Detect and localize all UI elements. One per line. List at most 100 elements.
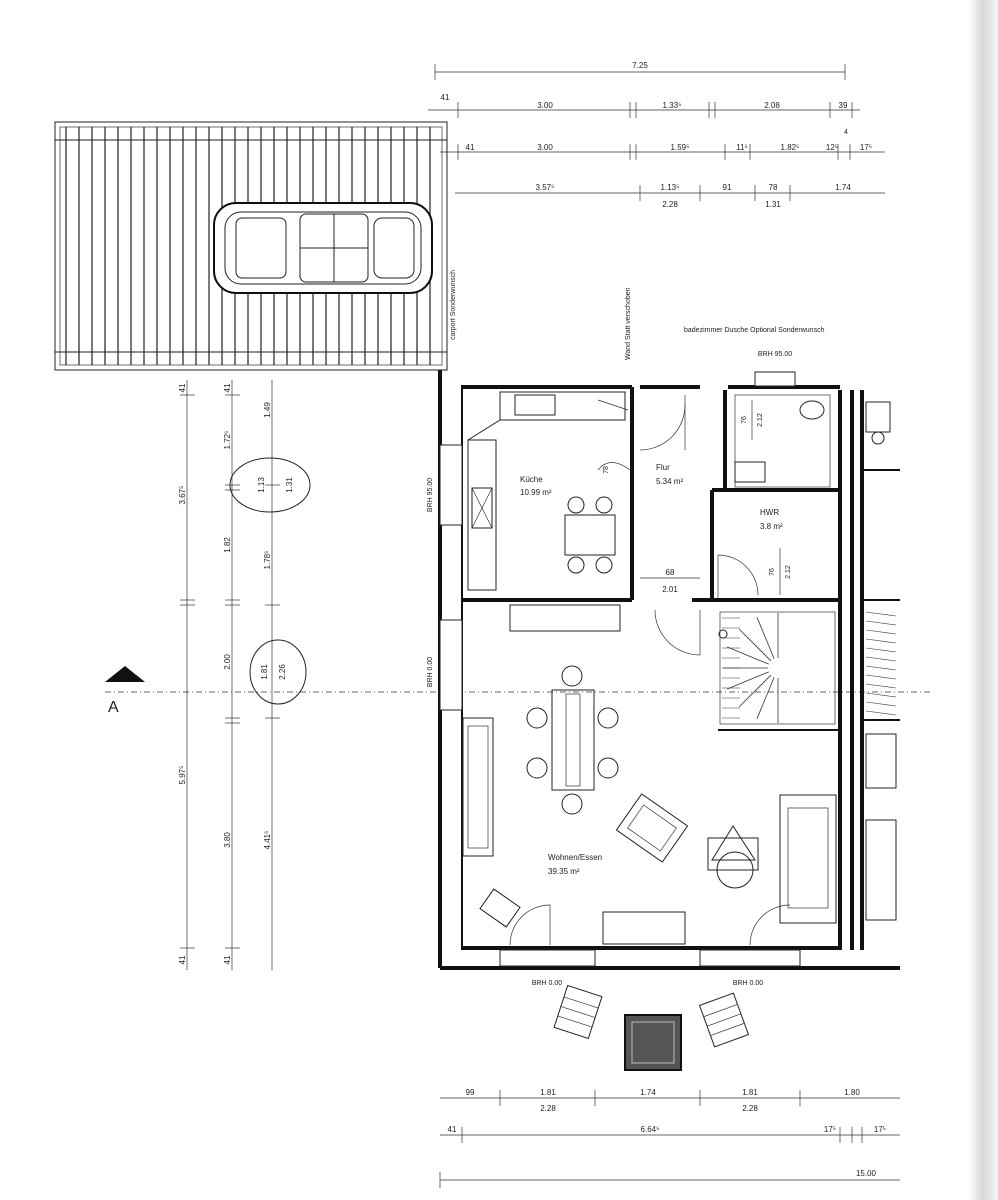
floor-lamp-icon [707,825,759,889]
terrace-chair-right [698,992,750,1048]
hall-name: Flur [656,463,670,472]
dim-left3-1: 1.78⁵ [263,551,272,570]
stair-tread [865,629,897,635]
dim-top-r1-2: 1.33⁵ [663,101,682,110]
dim-left3-0: 1.49 [263,402,272,418]
dim-top-r2-small: 4 [844,129,848,136]
stair-tread [865,710,897,716]
dim-bot-r1-1: 1.81 [540,1088,556,1097]
dim-bot-r1-4: 1.80 [844,1088,860,1097]
armchair-small [479,888,521,928]
dim-top-r2-1: 3.00 [537,143,553,152]
carport: carport Sonderwunsch [54,121,457,371]
dim-top-r2-6: 17⁵ [860,143,872,152]
dim-top-r3-sub-1: 1.31 [765,200,781,209]
dim-left1-1: 3.67⁵ [178,486,187,505]
living-area: 39.35 m² [548,867,580,876]
dim-left2-1: 1.72⁵ [223,431,232,450]
dim-top-r3-4: 1.74 [835,183,851,192]
dim-top-r3-2: 91 [723,183,732,192]
terrace-furniture [553,984,750,1071]
dim-left2-2: 1.82 [223,537,232,553]
kitchen-name: Küche [520,475,543,484]
dim-left2-3: 2.00 [223,654,232,670]
dim-int-201: 2.01 [662,585,678,594]
dim-left1-2: 5.97⁵ [178,766,187,785]
neighbour-house [865,401,897,921]
dim-top-r1-3: 2.08 [764,101,780,110]
windows [439,371,801,967]
stair-tread [865,620,897,626]
living-name: Wohnen/Essen [548,853,602,862]
left-dimension-chains: 41 3.67⁵ 5.97⁵ 41 41 1.72⁵ 1.82 2.00 3.8… [178,380,311,970]
living-dining: Wohnen/Essen 39.35 m² [462,604,837,946]
stair-tread [865,656,897,662]
carport-label: carport Sonderwunsch [450,270,457,340]
bottom-dimension-chains: 99 1.81 1.74 1.81 1.80 2.28 2.28 41 6.64… [439,1088,900,1188]
dim-int-76b: 76 [769,568,776,576]
kitchen: Küche 10.99 m² 78 [467,391,631,591]
car-icon [213,202,433,294]
dim-left3-2: 4.41⁵ [263,831,272,850]
dim-left1-3: 41 [178,955,187,964]
window-callout-upper [229,457,311,513]
stair-tread [727,646,769,665]
window-callout-lower [249,639,307,705]
dim-window-1: 1.31 [285,477,294,493]
dim-top-r1-0: 41 [441,93,450,102]
stair-tread [756,617,775,659]
stair-tread [865,683,897,689]
stair-tread [865,611,897,617]
dim-top-r3-sub-0: 2.28 [662,200,678,209]
dim-window-0: 1.13 [257,477,266,493]
stair-tread [738,628,772,662]
sideboard [509,604,621,632]
dim-int-78: 78 [603,466,610,474]
stair-tread [865,647,897,653]
dim-bot-overall: 15.00 [856,1169,877,1178]
dim-top-r1-1: 3.00 [537,101,553,110]
stair-tread [738,674,772,708]
dim-bot-r1-2: 1.74 [640,1088,656,1097]
bench [602,911,686,945]
dim-bot-r1-0: 99 [466,1088,475,1097]
dim-bot-r1-3: 1.81 [742,1088,758,1097]
section-label: A [108,699,119,716]
dim-left2-0: 41 [223,383,232,392]
stair-tread [865,701,897,707]
terrace-chair-left [553,984,603,1040]
dim-top-r2-4: 1.82⁵ [781,143,800,152]
hall: Flur 5.34 m² 68 2.01 [639,395,701,656]
kitchen-area: 10.99 m² [520,488,552,497]
brh-bottom-right: BRH 0.00 [733,980,763,987]
top-dimension-chains: 7.25 41 3.00 1.33⁵ 2.08 39 41 3.00 1.59⁵… [428,61,885,209]
dining-table [526,665,619,815]
brh-bottom-left: BRH 0.00 [532,980,562,987]
stove-icon [471,487,493,529]
dim-top-r2-0: 41 [466,143,475,152]
utility-area: 3.8 m² [760,522,783,531]
dim-int-212b: 2.12 [785,565,792,579]
washbasin-icon [734,461,766,483]
bathroom: 76 2.12 [734,394,831,488]
dim-window-3: 2.26 [278,664,287,680]
hall-area: 5.34 m² [656,477,683,486]
utility-room: HWR 3.8 m² 76 2.12 [717,508,792,598]
dim-bot-r2-0: 41 [448,1125,457,1134]
scan-edge [968,0,998,1200]
dim-int-68: 68 [666,568,675,577]
stair-tread [865,665,897,671]
carport-slats [55,127,447,365]
toilet-icon [799,400,825,420]
dim-bot-r1-sub-1: 2.28 [742,1104,758,1113]
dim-top-r3-3: 78 [769,183,778,192]
stair-tread [865,674,897,680]
stair-tread [727,671,769,690]
stair-tread [865,638,897,644]
brh-top: BRH 95.00 [758,351,792,358]
staircase [718,611,836,725]
building-walls [438,370,900,970]
bath-note: badezimmer Dusche Optional Sonderwunsch [684,327,825,334]
dim-top-r2-2: 1.59⁵ [671,143,690,152]
dim-int-76a: 76 [741,416,748,424]
